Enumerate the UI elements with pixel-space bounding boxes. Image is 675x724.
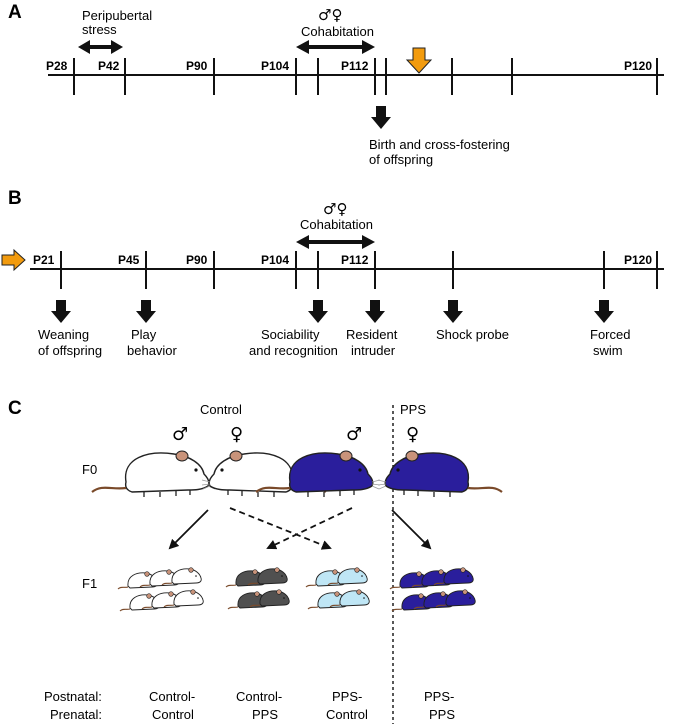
event-weaning-line2: of offspring <box>38 343 102 358</box>
pups-control-control <box>117 567 204 612</box>
panel-b-timeline <box>30 251 664 289</box>
event-forced-line1: Forced <box>590 327 630 342</box>
tick-label-p21: P21 <box>33 253 55 267</box>
f1-label: F1 <box>82 576 97 591</box>
group-pps-control-line2: Control <box>326 707 368 722</box>
cohab-symbols-b: ♂♀ <box>323 200 347 218</box>
cohab-double-arrow-icon <box>296 40 375 54</box>
female-symbol-pps: ♀ <box>406 424 419 445</box>
tick-label-p45: P45 <box>118 253 140 267</box>
tick-label-p120: P120 <box>624 59 652 73</box>
group-control-control-line1: Control- <box>149 689 195 704</box>
group-pps-control-line1: PPS- <box>332 689 362 704</box>
cohab-label-a: Cohabitation <box>301 24 374 39</box>
mouse-control-male <box>90 449 218 499</box>
tick-label-p28: P28 <box>46 59 68 73</box>
f0-label: F0 <box>82 462 97 477</box>
event-resident-line2: intruder <box>351 343 396 358</box>
group-control-pps-line2: PPS <box>252 707 278 722</box>
panel-c-letter: C <box>8 398 22 419</box>
panel-a-timeline <box>48 58 664 95</box>
event-sociability-line2: and recognition <box>249 343 338 358</box>
group-pps-pps-line1: PPS- <box>424 689 454 704</box>
panel-b-letter: B <box>8 188 22 209</box>
pups-control-pps <box>225 567 290 610</box>
tick-label-p90: P90 <box>186 59 208 73</box>
tick-label-p112: P112 <box>341 253 369 267</box>
highlight-down-arrow-icon <box>405 47 433 74</box>
cross-fostering-arrows <box>168 507 432 550</box>
cohab-label-b: Cohabitation <box>300 217 373 232</box>
tick-label-p104: P104 <box>261 59 289 73</box>
postnatal-label: Postnatal: <box>44 689 102 704</box>
birth-label-line2: of offspring <box>369 152 433 167</box>
pps-label: PPS <box>400 402 426 417</box>
group-control-pps-line1: Control- <box>236 689 282 704</box>
event-weaning-line1: Weaning <box>38 327 89 342</box>
tick-label-p42: P42 <box>98 59 120 73</box>
pups-pps-pps <box>389 567 476 612</box>
group-control-control-line2: Control <box>152 707 194 722</box>
stress-double-arrow-icon <box>78 40 123 54</box>
birth-label-line1: Birth and cross-fostering <box>369 137 510 152</box>
male-symbol-pps: ♂ <box>346 424 362 445</box>
birth-down-arrow-icon <box>371 106 391 129</box>
event-sociability-line1: Sociability <box>261 327 320 342</box>
event-play-line2: behavior <box>127 343 178 358</box>
event-shock-line1: Shock probe <box>436 327 509 342</box>
event-resident-line1: Resident <box>346 327 398 342</box>
female-symbol-control: ♀ <box>230 424 243 445</box>
tick-label-p104: P104 <box>261 253 289 267</box>
prenatal-label: Prenatal: <box>50 707 102 722</box>
male-symbol-control: ♂ <box>172 424 188 445</box>
event-play-line1: Play <box>131 327 157 342</box>
pups-pps-control <box>305 567 370 610</box>
start-arrow-icon <box>1 248 26 272</box>
cohab-symbols-a: ♂♀ <box>318 6 342 24</box>
event-forced-line2: swim <box>593 343 623 358</box>
stress-label-line2: stress <box>82 22 117 37</box>
tick-label-p120: P120 <box>624 253 652 267</box>
mouse-pps-female <box>376 449 504 499</box>
control-label: Control <box>200 402 242 417</box>
tick-label-p90: P90 <box>186 253 208 267</box>
cohab-double-arrow-icon <box>296 235 375 249</box>
group-pps-pps-line2: PPS <box>429 707 455 722</box>
panel-a-letter: A <box>8 2 22 23</box>
stress-label-line1: Peripubertal <box>82 8 152 23</box>
tick-label-p112: P112 <box>341 59 369 73</box>
event-down-arrow-icon <box>51 300 614 323</box>
